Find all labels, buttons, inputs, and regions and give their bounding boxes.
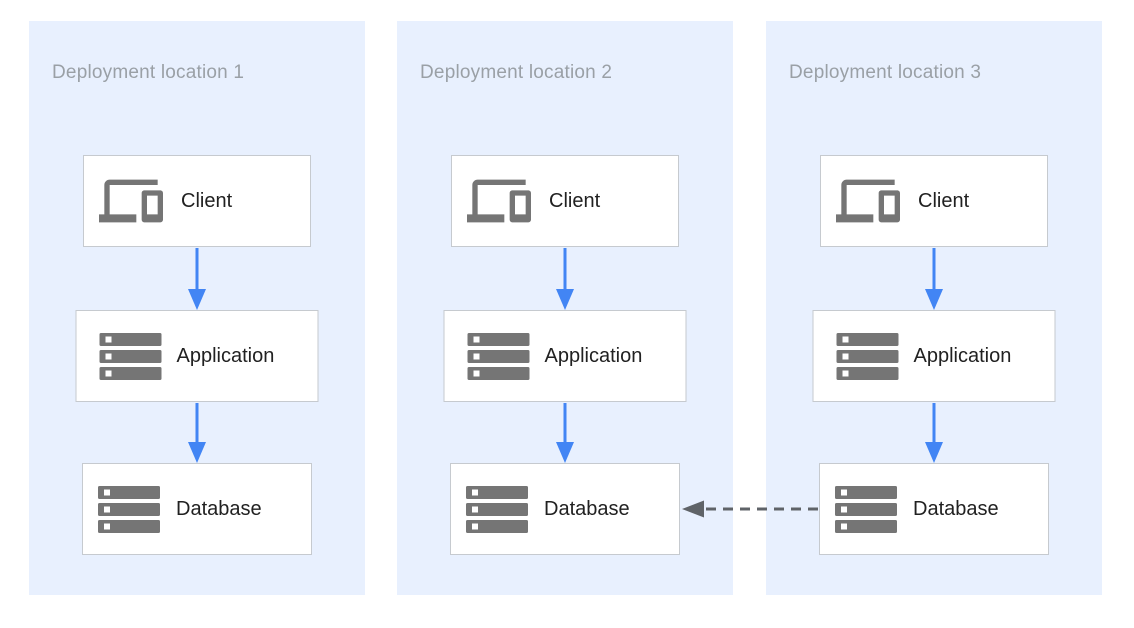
node-label: Application [176,344,275,367]
server-stack-icon [98,485,160,533]
panel-title: Deployment location 1 [52,62,245,83]
server-stack-icon [835,485,897,533]
node-label: Application [913,344,1012,367]
server-stack-icon [466,485,528,533]
panel-title: Deployment location 3 [789,62,982,83]
node-client-1: Client [83,155,311,247]
node-label: Database [913,497,999,520]
node-label: Client [549,189,601,212]
node-database-3: Database [819,463,1049,555]
node-client-3: Client [820,155,1048,247]
panel-deployment-location-3: Deployment location 3 Client Application… [766,21,1102,595]
node-application-1: Application [75,310,319,402]
devices-icon [836,179,900,223]
node-application-3: Application [812,310,1056,402]
server-stack-icon [836,332,899,380]
panel-deployment-location-1: Deployment location 1 Client Application… [29,21,365,595]
node-label: Client [918,189,970,212]
devices-icon [99,179,163,223]
node-label: Client [181,189,233,212]
node-label: Database [176,497,262,520]
node-client-2: Client [451,155,679,247]
panel-title: Deployment location 2 [420,62,613,83]
server-stack-icon [467,332,530,380]
panel-deployment-location-2: Deployment location 2 Client Application… [397,21,733,595]
node-label: Application [544,344,643,367]
node-application-2: Application [443,310,687,402]
node-label: Database [544,497,630,520]
devices-icon [467,179,531,223]
node-database-2: Database [450,463,680,555]
node-database-1: Database [82,463,312,555]
server-stack-icon [99,332,162,380]
